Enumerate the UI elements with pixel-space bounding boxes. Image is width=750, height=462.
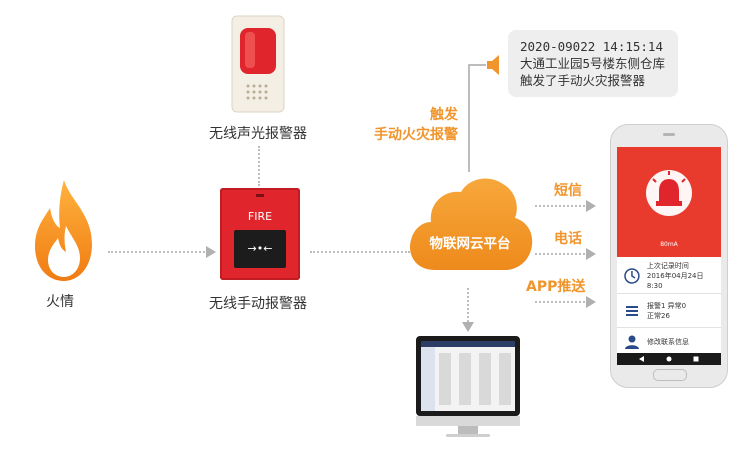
clock-icon	[624, 268, 640, 284]
home-icon[interactable]	[666, 356, 672, 362]
connector-cloud-up-elbow	[468, 64, 486, 66]
phone-home-button[interactable]	[653, 369, 687, 381]
recent-apps-icon[interactable]	[693, 356, 699, 362]
event-notification: 2020-09022 14:15:14 大通工业园5号楼东侧仓库 触发了手动火灾…	[508, 30, 678, 97]
status-counts: 报警1 异常0	[647, 302, 687, 310]
event-time: 2020-09022 14:15:14	[520, 39, 663, 54]
status-normal: 正常26	[647, 312, 670, 320]
event-location: 大通工业园5号楼东侧仓库	[520, 56, 666, 71]
fire-icon	[35, 180, 92, 281]
connector-alarm-vertical	[258, 146, 260, 186]
sound-light-alarm-label: 无线声光报警器	[209, 126, 307, 142]
channel-phone-label: 电话	[554, 231, 582, 247]
channel-app-label: APP推送	[526, 279, 586, 295]
connector-alarm-to-cloud	[310, 251, 410, 253]
trigger-label-line1: 触发	[430, 107, 458, 123]
monitor-content	[439, 353, 511, 405]
arrow-right-icon	[586, 296, 596, 308]
manual-alarm-label: 无线手动报警器	[209, 296, 307, 312]
record-title: 上次记录时间	[646, 262, 689, 270]
fire-label: 火情	[46, 294, 74, 310]
fire-text: FIRE	[247, 210, 273, 223]
connector-cloud-up	[468, 64, 470, 172]
monitor-topbar	[421, 341, 515, 347]
cloud-icon	[410, 178, 533, 270]
speaker-icon	[487, 55, 499, 75]
user-icon	[625, 335, 639, 349]
arrow-right-icon	[586, 248, 596, 260]
sound-light-alarm-device	[231, 15, 285, 113]
contact-edit-label: 修改联系信息	[647, 338, 689, 346]
phone-speaker	[663, 133, 675, 136]
alarm-caption: 80mA	[660, 241, 678, 248]
monitor-screen	[416, 336, 520, 416]
phone-row-contact[interactable]: 修改联系信息	[617, 329, 721, 355]
arrow-right-icon	[586, 200, 596, 212]
back-icon[interactable]	[639, 356, 645, 362]
record-time: 2016年04月24日 8:30	[646, 272, 704, 290]
press-symbol-icon: →•←	[247, 242, 273, 255]
monitor-base	[446, 434, 490, 437]
alarm-light-icon	[646, 170, 692, 216]
smartphone: 80mA 上次记录时间 2016年04月24日 8:30 报警1 异常0 正常2…	[610, 124, 728, 388]
connector-cloud-to-monitor	[467, 288, 469, 322]
cloud-label: 物联网云平台	[429, 236, 511, 252]
connector-fire-to-alarm	[108, 251, 208, 253]
phone-row-record: 上次记录时间 2016年04月24日 8:30	[617, 259, 721, 294]
connector-sms	[535, 205, 589, 207]
monitor-stand	[458, 426, 478, 434]
monitor-chin	[416, 416, 520, 426]
connector-phone	[535, 253, 589, 255]
channel-sms-label: 短信	[554, 183, 582, 199]
phone-screen: 80mA 上次记录时间 2016年04月24日 8:30 报警1 异常0 正常2…	[617, 147, 721, 365]
list-icon	[626, 306, 638, 316]
alarm-glass-panel: →•←	[234, 230, 286, 268]
indicator-slot	[256, 194, 264, 197]
monitor-sidebar	[421, 347, 435, 411]
phone-alarm-header: 80mA	[617, 147, 721, 257]
phone-nav-bar	[617, 353, 721, 365]
arrow-right-icon	[206, 246, 216, 258]
manual-fire-alarm-device: FIRE →•←	[220, 188, 300, 280]
connector-app	[535, 301, 589, 303]
trigger-label-line2: 手动火灾报警	[374, 127, 458, 143]
event-description: 触发了手动火灾报警器	[520, 73, 646, 88]
arrow-down-icon	[462, 322, 474, 332]
phone-row-status: 报警1 异常0 正常26	[617, 295, 721, 328]
